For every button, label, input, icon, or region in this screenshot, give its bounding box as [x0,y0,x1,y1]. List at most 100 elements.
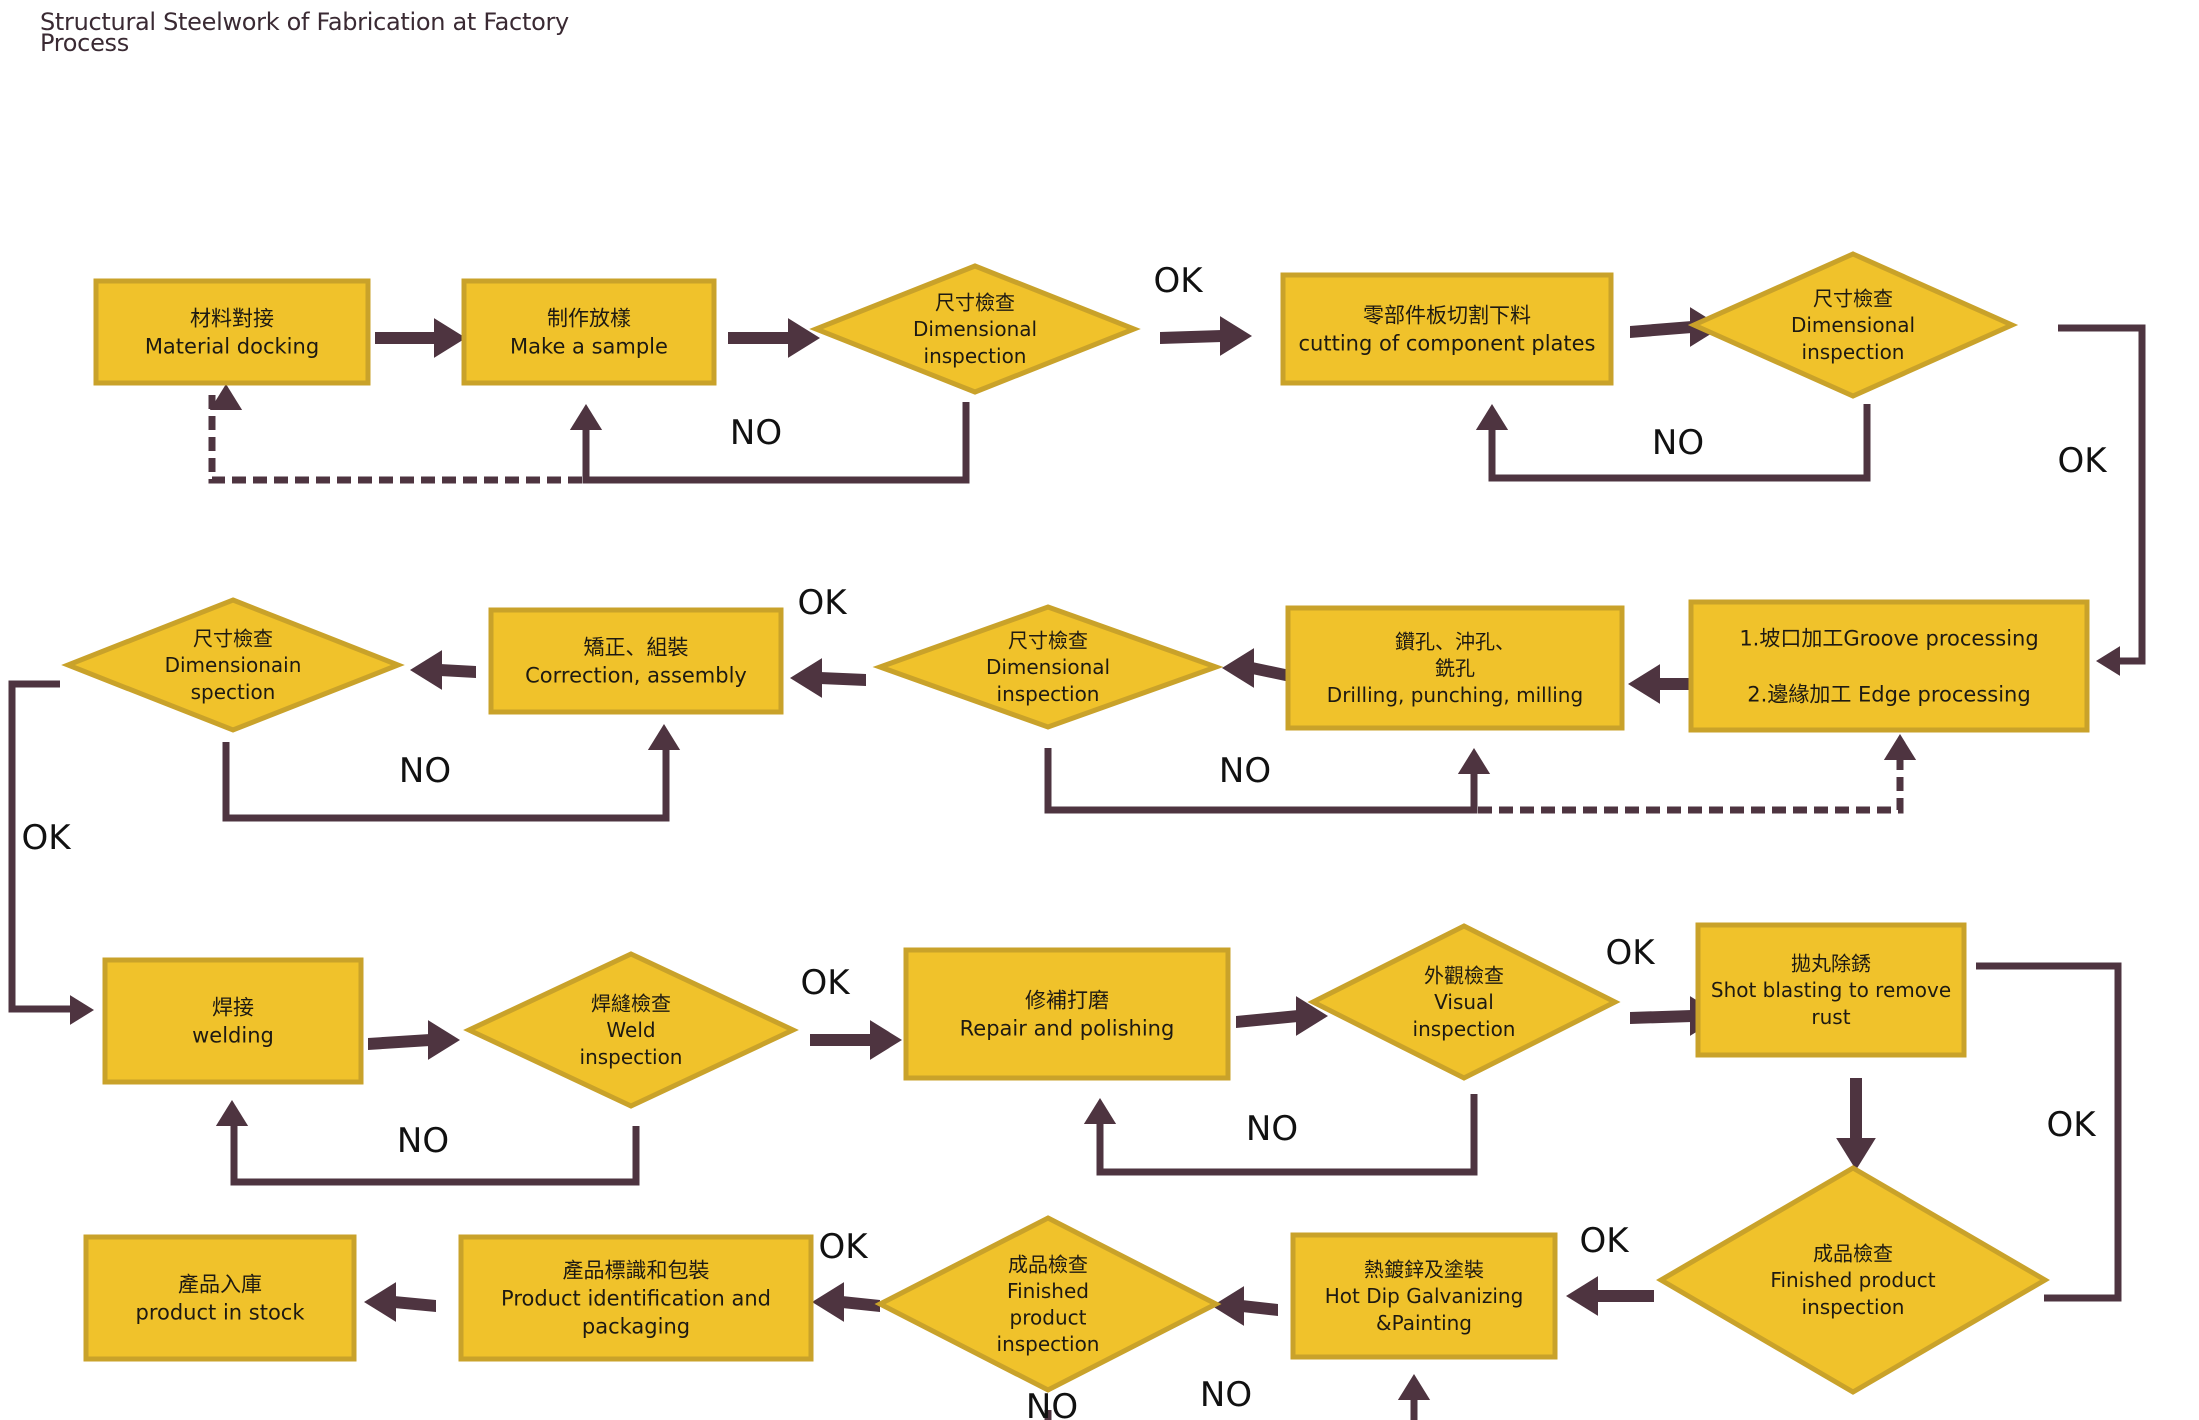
flow-arrow-head [1220,316,1252,356]
decision-diamond [1307,923,1621,1081]
flow-arrow-head [870,1020,902,1060]
flow-arrow-head [1566,1276,1598,1316]
process-box [102,957,364,1085]
no-loop-arrow-head [1883,734,1917,760]
node-label-line: Shot blasting to remove [1711,978,1951,1002]
node-label-line: 修補打磨 [1025,989,1109,1013]
ok-label: OK [2057,441,2108,481]
node-label-line: product in stock [136,1301,306,1325]
flow-arrow-head [790,658,822,698]
flow-arrow-head [434,318,466,358]
no-label: NO [1246,1109,1298,1149]
flow-arrow [375,332,436,344]
node-label-line: 零部件板切割下料 [1363,304,1531,328]
process-box [1688,599,2090,733]
node-label-line: spection [191,680,276,704]
flow-arrow-head [1212,1286,1244,1326]
title-line: Structural Steelwork of Fabrication at F… [40,8,569,36]
node-label-line: Product identification and [501,1287,771,1311]
flow-arrow [728,332,790,344]
node-label-line: product [1010,1306,1087,1330]
node-label-line: inspection [997,682,1100,706]
node-label-line: 外觀檢查 [1424,964,1504,988]
flow-arrow [1160,330,1222,344]
process-box [1285,605,1625,731]
no-loop-arrow-head [647,724,681,750]
node-label-line: inspection [1802,1295,1905,1319]
node-label-line: 尺寸檢查 [193,627,273,651]
node-label-line: inspection [580,1045,683,1069]
no-label: NO [1652,423,1704,463]
no-loop-line [1044,1388,1418,1420]
flow-arrow [1630,1010,1692,1024]
node-label-line: inspection [997,1332,1100,1356]
node-label-line: &Painting [1376,1311,1472,1335]
node-label-line: Weld [606,1018,655,1042]
node-label-line: inspection [1802,340,1905,364]
ok-label: OK [1153,261,1204,301]
flow-arrow [1630,321,1692,338]
ok-label: OK [1579,1221,1630,1261]
process-box [1290,1232,1558,1360]
node-label-line: 產品入庫 [178,1273,262,1297]
node-label-line: rust [1811,1005,1850,1029]
flow-arrow [1658,678,1692,690]
flow-arrow [1242,1300,1278,1316]
process-box [1280,272,1614,386]
process-box [458,1234,814,1362]
ok-label: OK [800,963,851,1003]
flow-arrow [1596,1290,1654,1302]
ok-connector-arrow-head [2096,646,2120,676]
node-label-line: 鑽孔、沖孔、 [1395,630,1515,654]
no-label: NO [397,1121,449,1161]
node-label-line: 制作放樣 [547,307,631,331]
flow-arrow [1236,1010,1298,1028]
node-label-line: Dimensionain [165,653,302,677]
process-box [488,607,784,715]
no-label: NO [399,751,451,791]
no-label: NO [1200,1375,1252,1415]
node-label-line: 尺寸檢查 [935,291,1015,315]
decision-diamond [874,1215,1222,1393]
no-loop-arrow-head [569,404,603,430]
decision-diamond [872,604,1224,730]
flow-arrow-head [1222,648,1254,688]
no-label: NO [1219,751,1271,791]
ok-connector-line [2058,324,2146,665]
no-loop-line [222,736,670,822]
flow-arrow-head [1296,996,1328,1036]
ok-label: OK [21,818,72,858]
node-label-line: 焊接 [212,996,254,1020]
no-loop-dashed-line [208,394,582,484]
node-label-line: 矯正、組裝 [584,636,689,660]
ok-label: OK [2046,1105,2097,1145]
node-label-line: Finished product [1770,1268,1935,1292]
no-loop-arrow-head [1083,1098,1117,1124]
node-label-line: Finished [1007,1279,1089,1303]
no-loop-line [230,1116,640,1186]
node-label-line: Repair and polishing [960,1017,1175,1041]
node-label-line: Hot Dip Galvanizing [1325,1284,1524,1308]
node-label-line: 產品標識和包裝 [563,1259,710,1283]
flow-arrow [820,672,866,686]
node-label-line: 尺寸檢查 [1008,629,1088,653]
no-loop-line [582,402,970,484]
no-label: NO [1026,1387,1078,1420]
flow-arrow-head [1628,664,1660,704]
node-label-line: packaging [582,1314,690,1338]
no-loop-line [1044,748,1478,814]
no-loop-line [1976,962,2122,1302]
repair-polishing: 修補打磨 Repair and polishing [903,947,1231,1081]
node-label-line: 成品檢查 [1813,1242,1893,1266]
flow-arrow [1850,1078,1862,1140]
flow-arrow [440,664,476,678]
